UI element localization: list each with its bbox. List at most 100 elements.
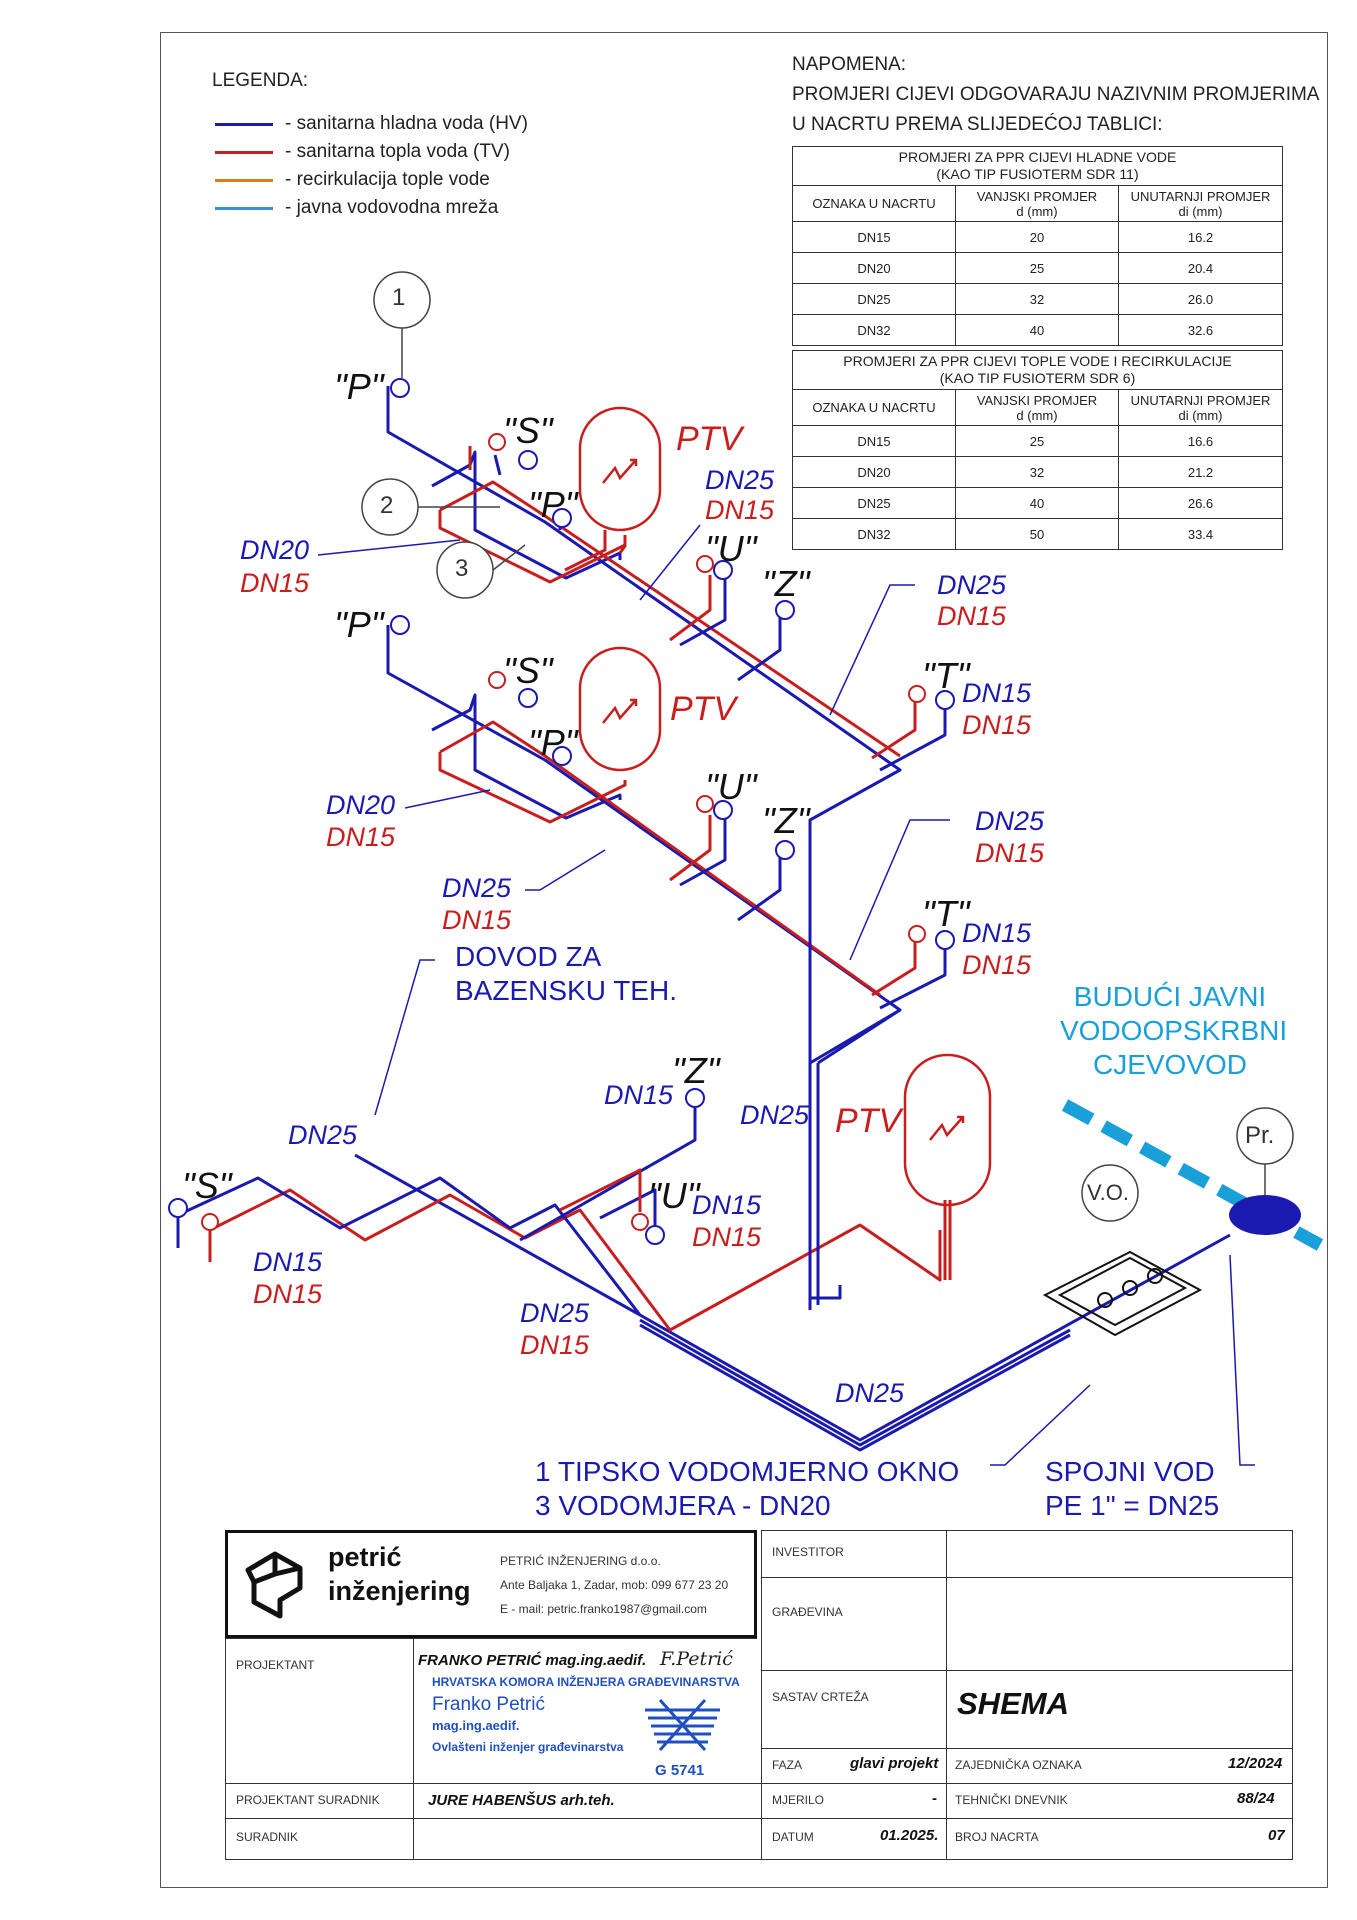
dn-label: DN15	[975, 838, 1045, 868]
tap-valve	[775, 840, 795, 860]
company-name: petrić	[328, 1542, 402, 1572]
stamp-line: HRVATSKA KOMORA INŽENJERA GRAĐEVINARSTVA	[432, 1675, 740, 1689]
cold-t2	[879, 945, 947, 1010]
table-title: PROMJERI ZA PPR CIJEVI TOPLE VODE I RECI…	[792, 350, 1283, 390]
cold-t1	[879, 705, 947, 772]
investitor-label: INVESTITOR	[772, 1545, 844, 1559]
dn-label: DN25	[835, 1378, 905, 1408]
tap-valve	[168, 1198, 188, 1218]
cold-pipe-floor1-main	[386, 386, 902, 1310]
note-block: NAPOMENA: PROMJERI CIJEVI ODGOVARAJU NAZ…	[792, 50, 1319, 140]
dn-label: DN15	[705, 495, 775, 525]
cold-riser-s1	[493, 454, 502, 476]
legend-item-recirculation: - recirkulacija tople vode	[215, 166, 490, 194]
gradjevina-label: GRAĐEVINA	[772, 1605, 843, 1619]
company-line: E - mail: petric.franko1987@gmail.com	[500, 1602, 707, 1616]
hot-pipe-floor1	[439, 480, 901, 758]
stamp-line: Ovlašteni inženjer građevinarstva	[432, 1740, 624, 1754]
legend-label: - sanitarna hladna voda (HV)	[285, 113, 528, 134]
zajednicka-value: 12/2024	[1228, 1755, 1283, 1772]
ptv3-link	[943, 1200, 952, 1280]
cold-u1b	[679, 578, 727, 647]
leader-arrow	[829, 584, 915, 716]
hot-u3	[559, 1168, 642, 1212]
legend-label: - sanitarna topla voda (TV)	[285, 141, 510, 162]
projektant-value: FRANKO PETRIĆ mag.ing.aedif.	[418, 1652, 647, 1669]
faza-label: FAZA	[772, 1758, 803, 1772]
broj-label: BROJ NACRTA	[955, 1830, 1039, 1844]
mjerilo-value: -	[932, 1790, 937, 1807]
tap-valve	[552, 508, 572, 528]
water-meter	[1147, 1268, 1163, 1284]
dn-label: DN25	[705, 465, 775, 495]
meter-shaft-inner	[1057, 1256, 1188, 1327]
legend-label: - javna vodovodna mreža	[285, 197, 499, 218]
ptv-label: PTV	[670, 690, 737, 728]
ptv-tank-1	[578, 406, 662, 532]
company-logo-icon	[245, 1551, 303, 1619]
dn-label: DN20	[326, 790, 396, 820]
tap-valve	[390, 615, 410, 635]
tap-valve	[518, 450, 538, 470]
suradnik-label: SURADNIK	[236, 1830, 299, 1844]
legend-item-public-network: - javna vodovodna mreža	[215, 194, 498, 222]
dn-label: DN15	[962, 678, 1032, 708]
tap-valve	[935, 930, 955, 950]
tap-label-u: "U"	[705, 528, 757, 569]
ptv-label: PTV	[676, 420, 743, 458]
tap-valve	[518, 688, 538, 708]
cold-pipe-ground-main	[354, 1153, 1231, 1442]
hot-pipe-floor2-b	[438, 752, 627, 824]
cold-u2	[669, 815, 712, 882]
legend-item-hot-water: - sanitarna topla voda (TV)	[215, 138, 510, 166]
tap-valve	[713, 560, 733, 580]
ptv-tank-2	[578, 646, 662, 772]
cold-pipe-ground-3	[639, 1323, 1071, 1452]
tap-valve-hot	[696, 795, 714, 813]
leader-arrow	[404, 789, 491, 809]
leader-arrow	[639, 524, 701, 601]
projektant-suradnik-value: JURE HABENŠUS arh.teh.	[428, 1792, 615, 1809]
leader-arrow	[317, 539, 461, 556]
note-line: U NACRTU PREMA SLIJEDEĆOJ TABLICI:	[792, 114, 1163, 135]
datum-label: DATUM	[772, 1830, 814, 1844]
dn-label: DN15	[604, 1080, 674, 1110]
tap-label-t: "T"	[922, 893, 970, 934]
table-header: OZNAKA U NACRTU	[792, 389, 956, 426]
reference-1-text: 1	[392, 284, 406, 311]
leader-arrow	[1229, 1254, 1255, 1466]
cold-z3	[519, 1105, 697, 1242]
tap-valve	[775, 600, 795, 620]
company-logo-box	[225, 1530, 757, 1638]
tap-label-s: "S"	[503, 650, 553, 691]
hot-water-diameter-table: PROMJERI ZA PPR CIJEVI TOPLE VODE I RECI…	[792, 350, 1283, 550]
dn-label: DN15	[937, 601, 1007, 631]
tap-valve-hot	[488, 433, 506, 451]
legend-item-cold-water: - sanitarna hladna voda (HV)	[215, 110, 528, 138]
cold-pipe-floor2-branch	[431, 693, 622, 820]
reference-3-text: 3	[455, 555, 469, 582]
dn-label: DN15	[962, 950, 1032, 980]
dn-label: DN15	[962, 918, 1032, 948]
cold-u1	[669, 575, 712, 642]
hot-pipe-floor2	[439, 720, 881, 997]
ptv-tank-3	[903, 1053, 992, 1207]
company-line: PETRIĆ INŽENJERING d.o.o.	[500, 1554, 661, 1568]
tap-label-p: "P"	[334, 604, 384, 645]
reference-2-text: 2	[380, 492, 394, 519]
vo-circle	[1081, 1164, 1139, 1222]
tap-label-s: "S"	[182, 1165, 232, 1206]
tap-label-u: "U"	[648, 1175, 700, 1216]
tap-label-t: "T"	[922, 655, 970, 696]
company-name: inženjering	[328, 1576, 471, 1606]
dn-label: DN25	[520, 1298, 590, 1328]
water-meter	[1122, 1280, 1138, 1296]
dnevnik-value: 88/24	[1237, 1790, 1275, 1807]
dn-label: DN15	[240, 568, 310, 598]
stamp-number: G 5741	[655, 1762, 705, 1779]
